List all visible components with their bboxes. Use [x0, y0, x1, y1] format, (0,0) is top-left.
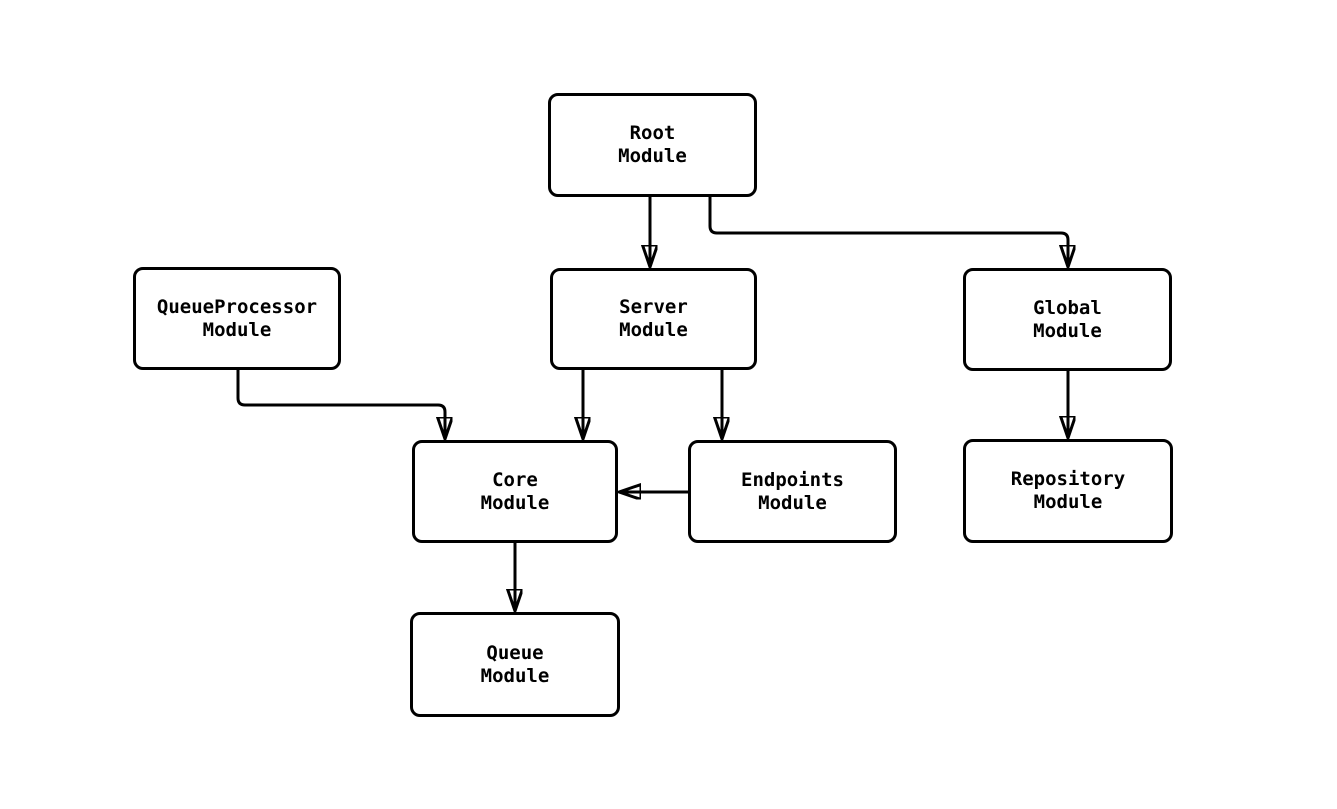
node-repository-module: Repository Module — [963, 439, 1173, 543]
node-queue-module: Queue Module — [410, 612, 620, 717]
node-global-module: Global Module — [963, 268, 1172, 371]
node-server-module: Server Module — [550, 268, 757, 370]
node-queueprocessor-module: QueueProcessor Module — [133, 267, 341, 370]
node-endpoints-module: Endpoints Module — [688, 440, 897, 543]
node-root-module: Root Module — [548, 93, 757, 197]
edge-root-global — [708, 197, 1068, 266]
node-core-module: Core Module — [412, 440, 618, 543]
edge-queueprocessor-core — [236, 370, 445, 438]
